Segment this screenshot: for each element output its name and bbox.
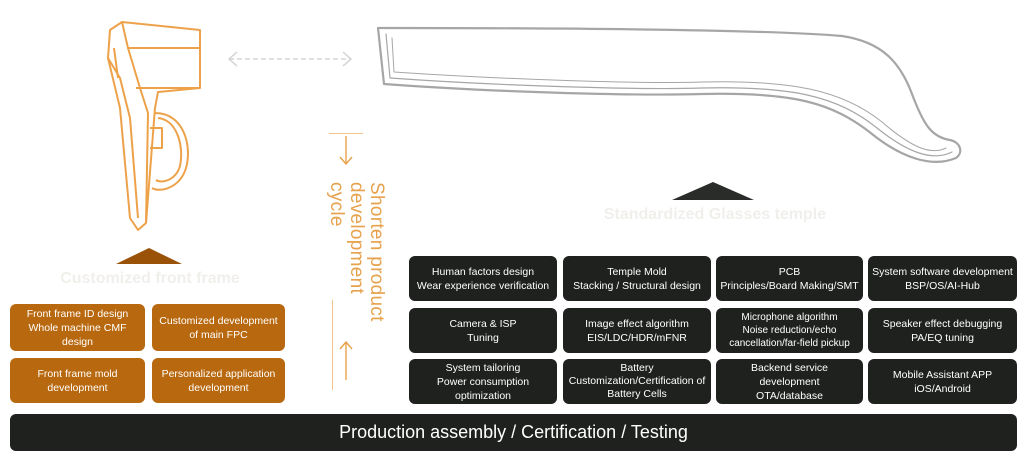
temple-box-speaker: Speaker effect debugging PA/EQ tuning: [868, 308, 1017, 353]
temple-box-human-factors: Human factors design Wear experience ver…: [409, 256, 557, 301]
front-frame-illustration: [107, 21, 201, 231]
front-frame-heading: Customized front frame: [60, 270, 240, 287]
temple-box-battery: Battery Customization/Certification of B…: [563, 359, 711, 404]
front-frame-box-app: Personalized application development: [152, 358, 285, 403]
production-bar: Production assembly / Certification / Te…: [10, 414, 1017, 451]
up-arrow-icon: [339, 340, 353, 380]
temple-illustration: [376, 26, 962, 163]
temple-box-microphone: Microphone algorithm Noise reduction/ech…: [716, 308, 863, 353]
connector-double-arrow: [227, 51, 353, 67]
front-frame-box-mold: Front frame mold development: [10, 358, 145, 403]
cycle-left-line: [332, 300, 333, 390]
temple-marker-triangle: [672, 182, 754, 200]
temple-box-system-tailoring: System tailoring Power consumption optim…: [409, 359, 557, 404]
temple-box-camera-isp: Camera & ISP Tuning: [409, 308, 557, 353]
temple-heading: Standardized Glasses temple: [603, 206, 827, 223]
cycle-top-line: [329, 133, 363, 134]
temple-box-mold: Temple Mold Stacking / Structural design: [563, 256, 711, 301]
down-arrow-icon: [339, 136, 353, 166]
temple-box-pcb: PCB Principles/Board Making/SMT: [716, 256, 863, 301]
temple-box-system-software: System software development BSP/OS/AI-Hu…: [868, 256, 1017, 301]
cycle-label: Shorten product development cycle: [326, 182, 387, 322]
temple-box-backend: Backend service development OTA/database: [716, 359, 863, 404]
front-frame-marker-triangle: [116, 248, 182, 264]
front-frame-box-main-fpc: Customized development of main FPC: [152, 304, 285, 351]
temple-box-image-algorithm: Image effect algorithm EIS/LDC/HDR/mFNR: [563, 308, 711, 353]
temple-box-mobile-app: Mobile Assistant APP iOS/Android: [868, 359, 1017, 404]
front-frame-box-id-cmf: Front frame ID design Whole machine CMF …: [10, 304, 145, 351]
